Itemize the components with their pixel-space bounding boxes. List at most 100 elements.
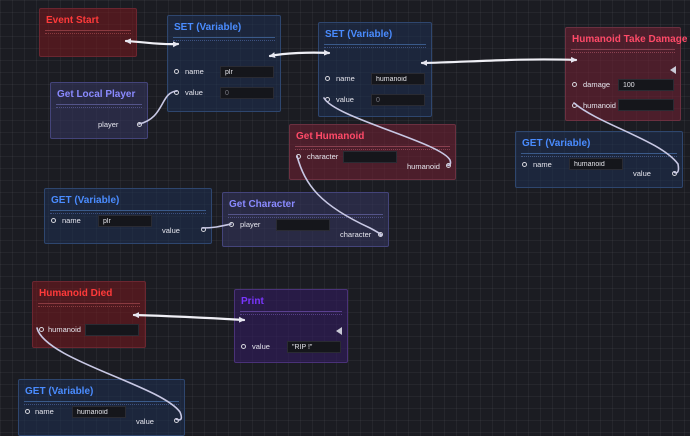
damage-field[interactable]: [618, 79, 674, 91]
node-title: GET (Variable): [51, 195, 120, 206]
title-divider: [173, 37, 275, 38]
character-label: character: [307, 152, 339, 161]
exec-output-arrow-icon[interactable]: [336, 327, 342, 335]
player-input-pin[interactable]: [229, 222, 234, 227]
value-field[interactable]: [220, 87, 274, 99]
body-divider: [24, 404, 179, 405]
name-label: name: [533, 160, 552, 169]
body-divider: [240, 314, 342, 315]
title-divider: [240, 311, 342, 312]
node-get-character[interactable]: Get Character player character: [222, 192, 389, 247]
name-field[interactable]: [72, 406, 126, 418]
value-field[interactable]: [371, 94, 425, 106]
value-output-pin[interactable]: [201, 227, 206, 232]
value-label: value: [633, 169, 651, 178]
exec-wire: [132, 312, 246, 323]
title-divider: [571, 49, 675, 50]
character-output-pin[interactable]: [378, 232, 383, 237]
player-label: player: [240, 220, 261, 229]
humanoid-output-pin[interactable]: [446, 163, 451, 168]
name-input-pin[interactable]: [522, 162, 527, 167]
node-set-variable-plr[interactable]: SET (Variable) name value: [167, 15, 281, 112]
node-print[interactable]: Print value: [234, 289, 348, 363]
value-input-pin[interactable]: [241, 344, 246, 349]
title-divider: [56, 104, 142, 105]
title-divider: [295, 146, 450, 147]
body-divider: [50, 213, 206, 214]
value-label: value: [162, 226, 180, 235]
humanoid-label: humanoid: [583, 101, 616, 110]
node-get-variable-humanoid-bottom[interactable]: GET (Variable) name value: [18, 379, 185, 436]
node-get-variable-humanoid-right[interactable]: GET (Variable) name value: [515, 131, 683, 188]
name-field[interactable]: [371, 73, 425, 85]
node-title: Humanoid Take Damage: [572, 34, 688, 45]
node-title: SET (Variable): [325, 29, 393, 40]
player-label: player: [98, 120, 119, 129]
body-divider: [228, 217, 383, 218]
body-divider: [56, 107, 142, 108]
node-title: SET (Variable): [174, 22, 242, 33]
title-divider: [45, 30, 131, 31]
node-event-start[interactable]: Event Start: [39, 8, 137, 57]
humanoid-input-pin[interactable]: [39, 327, 44, 332]
value-label: value: [185, 88, 203, 97]
character-field[interactable]: [343, 151, 397, 163]
node-title: Get Humanoid: [296, 131, 365, 142]
character-label: character: [340, 230, 372, 239]
value-input-pin[interactable]: [325, 97, 330, 102]
humanoid-field[interactable]: [85, 324, 139, 336]
node-title: Humanoid Died: [39, 288, 113, 299]
node-humanoid-take-damage[interactable]: Humanoid Take Damage damage humanoid: [565, 27, 687, 121]
humanoid-label: humanoid: [407, 162, 440, 171]
name-field[interactable]: [569, 158, 623, 170]
value-output-pin[interactable]: [174, 418, 179, 423]
body-divider: [45, 33, 131, 34]
value-label: value: [136, 417, 154, 426]
title-divider: [50, 210, 206, 211]
name-input-pin[interactable]: [51, 218, 56, 223]
character-input-pin[interactable]: [296, 154, 301, 159]
name-label: name: [62, 216, 81, 225]
damage-input-pin[interactable]: [572, 82, 577, 87]
node-get-local-player[interactable]: Get Local Player player: [50, 82, 148, 139]
humanoid-label: humanoid: [48, 325, 81, 334]
humanoid-field[interactable]: [618, 99, 674, 111]
node-title: Get Character: [229, 199, 296, 210]
body-divider: [173, 40, 275, 41]
title-divider: [324, 44, 426, 45]
body-divider: [324, 47, 426, 48]
name-field[interactable]: [220, 66, 274, 78]
node-get-variable-plr[interactable]: GET (Variable) name value: [44, 188, 212, 244]
value-output-pin[interactable]: [672, 171, 677, 176]
name-label: name: [336, 74, 355, 83]
body-divider: [571, 52, 675, 53]
value-label: value: [252, 342, 270, 351]
body-divider: [38, 306, 140, 307]
name-input-pin[interactable]: [174, 69, 179, 74]
value-label: value: [336, 95, 354, 104]
value-input-pin[interactable]: [174, 90, 179, 95]
name-input-pin[interactable]: [325, 76, 330, 81]
value-field[interactable]: [287, 341, 341, 353]
node-title: GET (Variable): [522, 138, 591, 149]
node-title: Event Start: [46, 15, 99, 26]
node-set-variable-humanoid[interactable]: SET (Variable) name value: [318, 22, 432, 117]
node-title: Print: [241, 296, 264, 307]
name-field[interactable]: [98, 215, 152, 227]
damage-label: damage: [583, 80, 611, 89]
node-title: GET (Variable): [25, 386, 94, 397]
node-humanoid-died[interactable]: Humanoid Died humanoid: [32, 281, 146, 348]
name-label: name: [35, 407, 54, 416]
title-divider: [38, 303, 140, 304]
title-divider: [24, 401, 179, 402]
title-divider: [521, 153, 677, 154]
name-input-pin[interactable]: [25, 409, 30, 414]
node-get-humanoid[interactable]: Get Humanoid character humanoid: [289, 124, 456, 180]
node-title: Get Local Player: [57, 89, 136, 100]
title-divider: [228, 214, 383, 215]
humanoid-input-pin[interactable]: [572, 103, 577, 108]
exec-output-arrow-icon[interactable]: [670, 66, 676, 74]
player-field[interactable]: [276, 219, 330, 231]
exec-wire: [420, 56, 578, 66]
player-output-pin[interactable]: [137, 122, 142, 127]
